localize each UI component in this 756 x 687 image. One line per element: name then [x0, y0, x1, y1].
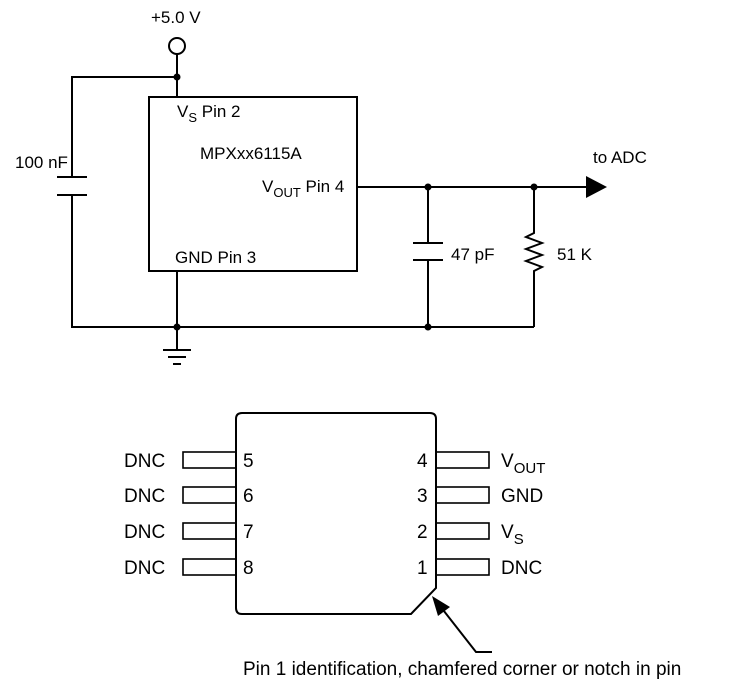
pin-number-left: 7	[243, 522, 254, 543]
filter-cap-label: 47 pF	[451, 245, 494, 264]
output-label: to ADC	[593, 148, 647, 167]
output-arrow-icon	[586, 176, 607, 198]
ground-symbol-icon	[163, 349, 191, 365]
chip-part-number: MPXxx6115A	[200, 144, 302, 163]
chip-vs-main: V	[177, 102, 189, 121]
ground-bus-wire	[71, 195, 534, 328]
chip-vout-pin: Pin 4	[301, 177, 344, 196]
sensor-chip-body	[148, 96, 358, 272]
package-body	[235, 412, 437, 615]
chip-vout-sub: OUT	[273, 185, 301, 200]
bypass-wire-top	[71, 76, 177, 177]
pull-resistor-label: 51 K	[557, 245, 593, 264]
pin-name-left: DNC	[124, 558, 165, 579]
pin1-note: Pin 1 identification, chamfered corner o…	[243, 659, 681, 680]
chip-vs-label: VS Pin 2	[177, 102, 241, 125]
pin-name-right: VS	[501, 522, 524, 548]
pin-name-right: GND	[501, 486, 543, 507]
pin-lead-8	[182, 558, 237, 576]
pin-number-right: 1	[417, 558, 428, 579]
pin-name-right: VOUT	[501, 451, 545, 477]
pin-name-main: DNC	[501, 558, 542, 579]
pin1-pointer-line	[439, 605, 492, 653]
pin-name-left: DNC	[124, 486, 165, 507]
pin-lead-5	[182, 451, 237, 469]
chip-gnd-label: GND Pin 3	[175, 248, 256, 267]
pin-name-left: DNC	[124, 522, 165, 543]
pin-lead-3	[435, 486, 490, 504]
pin-name-sub: S	[514, 531, 524, 548]
gnd-junction	[173, 323, 181, 331]
cap-junction-bottom	[424, 323, 432, 331]
pin-number-left: 6	[243, 486, 254, 507]
chip-vout-label: VOUT Pin 4	[262, 177, 344, 200]
supply-terminal	[168, 37, 186, 55]
chip-vs-sub: S	[188, 110, 197, 125]
pin-name-sub: OUT	[514, 460, 546, 477]
pull-resistor	[523, 187, 545, 327]
pin-name-right: DNC	[501, 558, 542, 579]
pin-lead-1	[435, 558, 490, 576]
pin-number-right: 4	[417, 451, 428, 472]
pin-lead-4	[435, 451, 490, 469]
pin-name-main: V	[501, 451, 514, 472]
pin-number-right: 2	[417, 522, 428, 543]
pin-number-right: 3	[417, 486, 428, 507]
pin-number-left: 8	[243, 558, 254, 579]
schematic: +5.0 V 100 nF VS Pin 2 MPXxx6115A VOUT P…	[15, 8, 647, 365]
pin-number-left: 5	[243, 451, 254, 472]
pin1-arrow-icon	[432, 596, 450, 616]
bypass-cap-label: 100 nF	[15, 153, 68, 172]
pin-name-left: DNC	[124, 451, 165, 472]
pin-lead-6	[182, 486, 237, 504]
chip-vs-pin: Pin 2	[197, 102, 240, 121]
pin-name-main: V	[501, 522, 514, 543]
supply-label: +5.0 V	[151, 8, 201, 27]
pin-lead-7	[182, 522, 237, 540]
pin-name-main: GND	[501, 486, 543, 507]
pin-lead-2	[435, 522, 490, 540]
chip-vout-main: V	[262, 177, 274, 196]
